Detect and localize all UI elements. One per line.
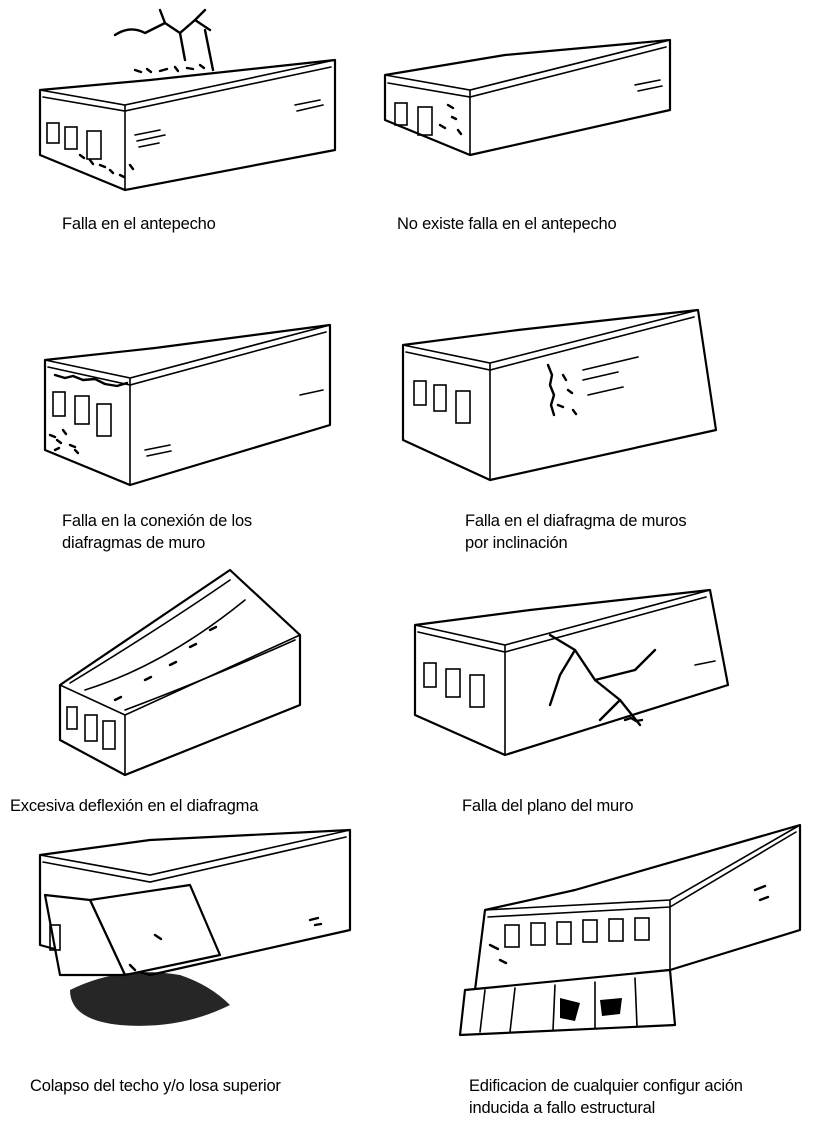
caption-wall-connection-failure: Falla en la conexión de los diafragmas d… — [62, 512, 252, 552]
caption-wall-diaphragm-tilt-failure: Falla en el diafragma de muros por incli… — [465, 512, 687, 552]
building-illustration-structural-failure — [458, 823, 802, 1037]
building-illustration-no-parapet-failure — [383, 38, 672, 157]
caption-wall-plane-failure: Falla del plano del muro — [462, 797, 634, 815]
building-illustration-parapet-failure — [38, 8, 337, 192]
building-illustration-roof-collapse — [38, 828, 352, 1026]
caption-diaphragm-deflection: Excesiva deflexión en el diafragma — [10, 797, 259, 815]
caption-roof-collapse: Colapso del techo y/o losa superior — [30, 1077, 281, 1095]
building-illustration-diaphragm-deflection — [58, 568, 302, 777]
caption-structural-failure: Edificacion de cualquier configur ación … — [469, 1077, 743, 1117]
caption-parapet-failure: Falla en el antepecho — [62, 215, 216, 233]
building-illustration-wall-connection-failure — [43, 323, 332, 487]
caption-no-parapet-failure: No existe falla en el antepecho — [397, 215, 617, 233]
building-illustration-wall-diaphragm-tilt-failure — [401, 308, 718, 482]
building-illustration-wall-plane-failure — [413, 588, 730, 757]
